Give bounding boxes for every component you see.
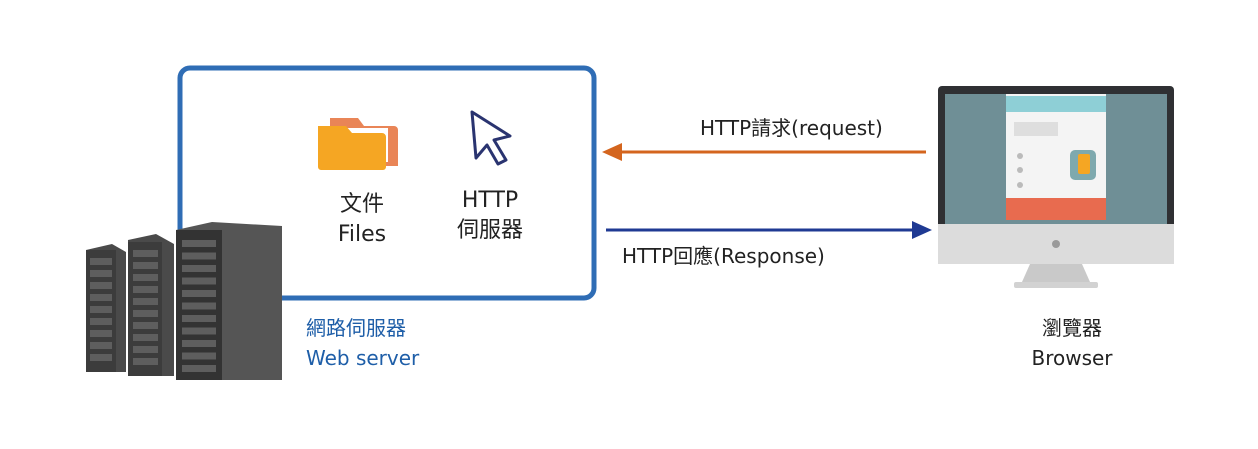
- rack-slot: [90, 258, 112, 265]
- rack-slot: [90, 294, 112, 301]
- web-server-label-en: Web server: [306, 346, 420, 370]
- cursor-arrow-icon: [470, 110, 512, 166]
- rack-slot: [182, 352, 216, 360]
- rack-slot: [133, 298, 158, 305]
- rack-slot: [182, 240, 216, 247]
- browser-label-zh: 瀏覽器: [1042, 316, 1102, 340]
- files-label-zh: 文件: [339, 192, 385, 217]
- rack-slot: [133, 286, 158, 293]
- rack-slot: [133, 322, 158, 329]
- rack-slot: [133, 310, 158, 317]
- request-label: HTTP請求(request): [700, 116, 883, 140]
- rack-slot: [182, 315, 216, 322]
- rack-slot: [133, 346, 158, 353]
- rack-slot: [133, 262, 158, 269]
- rack-slot: [90, 282, 112, 289]
- rack-slot: [182, 340, 216, 347]
- folder-icon: [318, 118, 398, 170]
- browser-label-en: Browser: [1031, 346, 1113, 370]
- response-arrow: [606, 221, 932, 239]
- rack-slot: [182, 327, 216, 335]
- request-arrow: [602, 143, 926, 161]
- rack-slot: [182, 252, 216, 260]
- rack-slot: [133, 358, 158, 365]
- rack-slot: [182, 302, 216, 310]
- server-rack-icon: [86, 222, 282, 380]
- rack-slot: [90, 318, 112, 325]
- http-server-label-en: HTTP: [461, 188, 519, 213]
- rack-slot: [90, 306, 112, 313]
- response-label: HTTP回應(Response): [622, 244, 825, 268]
- rack-slot: [90, 270, 112, 277]
- rack-slot: [90, 342, 112, 349]
- http-server-label-zh: 伺服器: [456, 218, 524, 243]
- rack-slot: [182, 277, 216, 285]
- rack-slot: [182, 265, 216, 272]
- rack-slot: [90, 354, 112, 361]
- web-server-box: [177, 65, 597, 301]
- files-label-en: Files: [337, 222, 387, 247]
- web-server-label-zh: 網路伺服器: [306, 316, 406, 340]
- rack-slot: [182, 290, 216, 297]
- rack-slot: [133, 334, 158, 341]
- rack-slot: [133, 274, 158, 281]
- desktop-monitor-icon: [938, 86, 1174, 288]
- rack-slot: [182, 365, 216, 372]
- rack-slot: [133, 250, 158, 257]
- rack-slot: [90, 330, 112, 337]
